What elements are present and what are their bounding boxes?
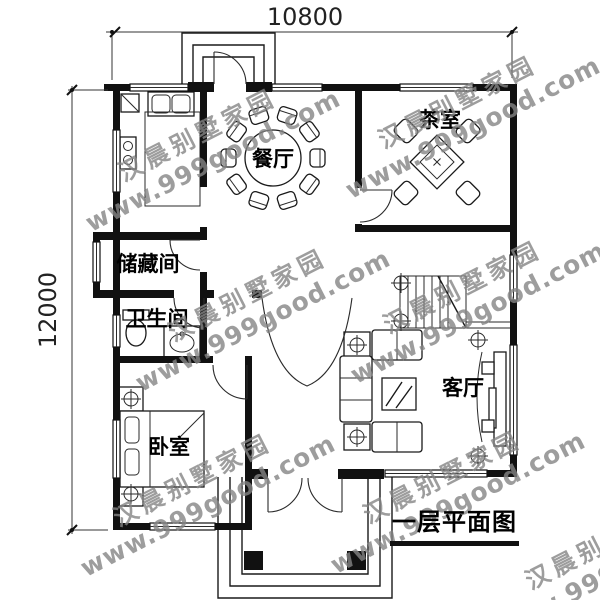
living-room-furniture	[339, 329, 507, 467]
room-label-dining: 餐厅	[252, 147, 294, 171]
kitchen-counter	[144, 111, 201, 207]
bedroom-door	[212, 364, 248, 400]
dimension-top: 10800	[106, 3, 518, 80]
kitchen-fixtures	[119, 91, 201, 207]
dimension-left: 12000	[34, 84, 108, 536]
tea-room-door	[359, 189, 393, 223]
walls	[93, 82, 517, 530]
storage-door	[169, 239, 201, 271]
plan-title: 一层平面图	[390, 508, 519, 546]
room-label-tea: 茶室	[419, 108, 461, 132]
curtain-curve	[476, 351, 483, 443]
entry-door-left	[267, 477, 303, 513]
back-porch	[181, 32, 276, 84]
stair-break-line	[437, 275, 467, 329]
room-label-storage: 储藏间	[117, 252, 180, 276]
washbasin	[163, 325, 201, 361]
bathroom-door	[173, 297, 205, 329]
staircase	[390, 272, 510, 332]
room-labels: 餐厅 茶室 储藏间 卫生间 卧室 客厅	[117, 108, 485, 459]
room-label-living: 客厅	[442, 376, 484, 400]
arch-curtain	[261, 297, 353, 387]
windows	[92, 83, 518, 531]
back-door	[213, 51, 247, 85]
dimension-width-text: 10800	[267, 3, 343, 31]
room-label-bedroom: 卧室	[148, 435, 190, 459]
dining-table	[220, 104, 326, 212]
entry-porch	[217, 477, 393, 599]
sofa	[339, 355, 373, 423]
porch-column	[244, 551, 263, 570]
entry-door-right	[307, 477, 343, 513]
tea-table	[391, 116, 483, 208]
dimension-height-text: 12000	[34, 272, 62, 348]
porch-column	[347, 551, 366, 570]
doors	[169, 51, 393, 513]
room-label-bathroom: 卫生间	[126, 307, 189, 331]
